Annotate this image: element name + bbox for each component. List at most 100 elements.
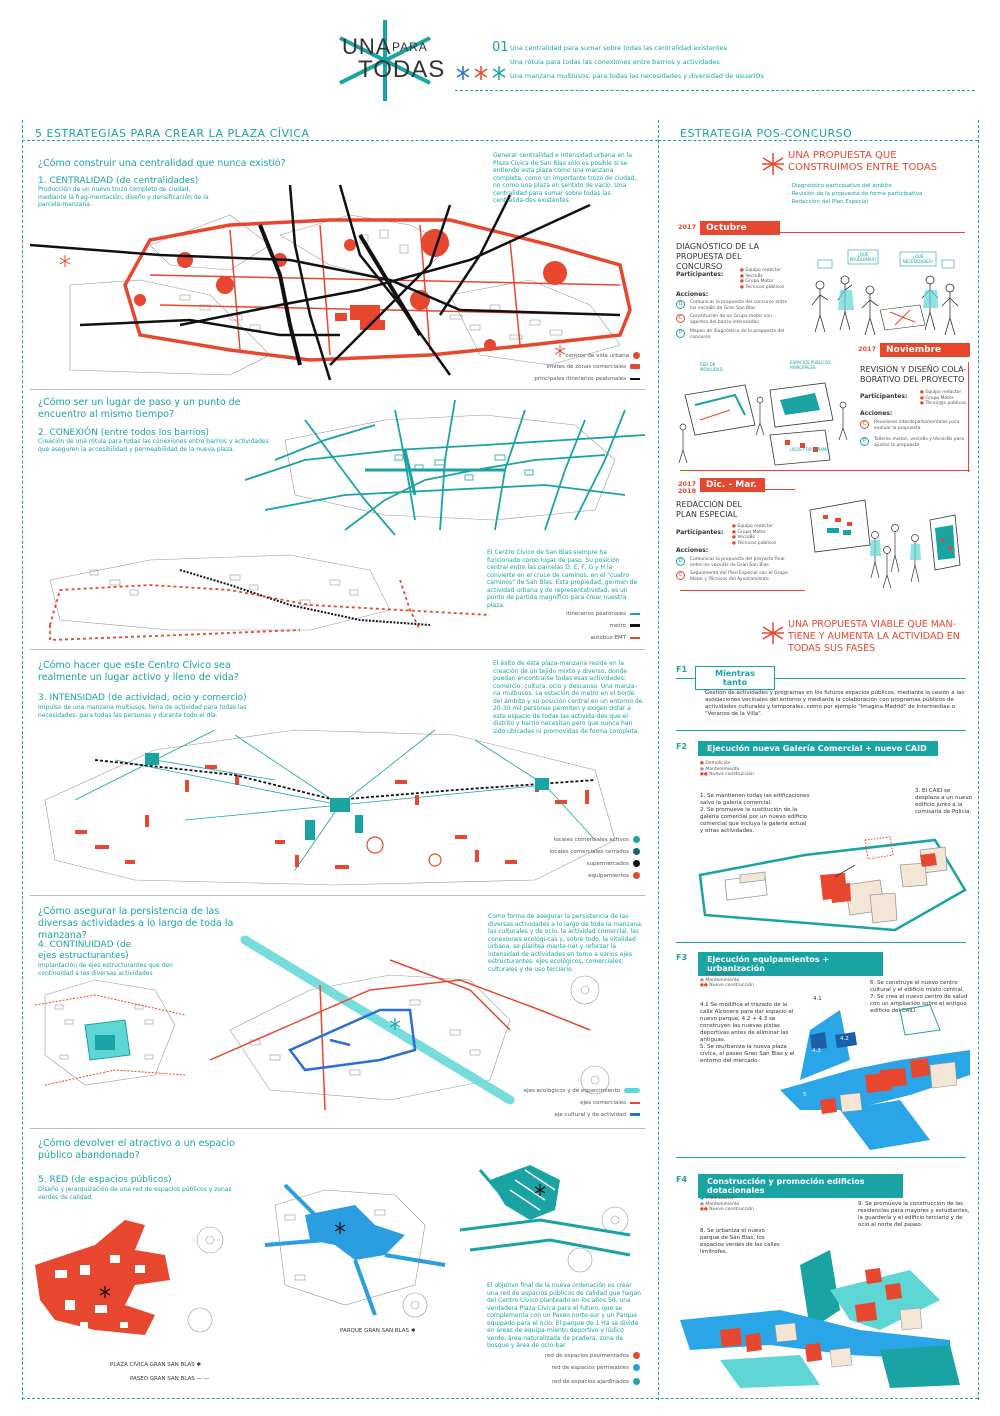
left-title-line <box>22 140 658 141</box>
oct-part-label: Participantes: <box>676 271 724 278</box>
nov-year: 2017 <box>858 345 877 353</box>
s5-map-red <box>35 1220 224 1335</box>
f3-bottom-line <box>676 1157 966 1158</box>
dic-year: 2017 2018 <box>678 480 697 495</box>
dic-bracket <box>680 590 805 591</box>
title-para: PARA <box>392 40 428 54</box>
s3-legend-2: locales comerciales cerrados <box>470 848 640 856</box>
s2-heading: 2. CONEXIÓN (entre todos los barrios) <box>38 428 209 438</box>
s1-question: ¿Cómo construir una centralidad que nunc… <box>38 158 286 169</box>
f4-legend: ● Urbanización ● Mantenimiento ●● Nueva … <box>700 1196 754 1212</box>
oct-act-2: Constitución de un Grupo motor con agent… <box>690 314 772 325</box>
header-divider <box>455 90 975 91</box>
f1-label: F1 <box>676 665 688 674</box>
s2-desc: Creación de una rótula para todas las co… <box>38 438 269 453</box>
s2-map-top <box>244 399 646 536</box>
f3-axon <box>780 1004 970 1150</box>
title-todas: TODAS <box>358 56 446 83</box>
p1-item-1: - Diagnóstico participativo del ámbito <box>788 183 892 189</box>
oct-bubble-2: ¿QUÉ NECESIDADES? <box>902 254 934 264</box>
dic-title: REDACCIÓN DEL PLAN ESPECIAL <box>676 500 742 519</box>
f3-box: Ejecución equipamientos + urbanización <box>698 952 883 976</box>
nov-map-label-3: USOS Y PROGRAMA <box>790 447 830 452</box>
p2-title: UNA PROPUESTA VIABLE QUE MAN-TIENE Y AUM… <box>788 619 960 654</box>
s3-legend-3: supermercados <box>470 860 640 868</box>
f3-text-1: 4.1 Se modifica el trazado de la calle A… <box>700 1002 795 1064</box>
nov-act-icon-1: C <box>860 420 869 429</box>
title-una: UNA <box>342 34 392 59</box>
s1-desc: Producción de un nuevo trozo completo de… <box>38 186 209 208</box>
right-title: ESTRATEGIA POS-CONCURSO <box>680 127 853 140</box>
f2-box: Ejecución nueva Galería Comercial + nuev… <box>698 741 938 756</box>
p1-title: UNA PROPUESTA QUE CONSTRUIMOS ENTRE TODA… <box>788 150 938 173</box>
s3-legend-4: equipamientos <box>470 872 640 880</box>
nov-workshop-illustration <box>678 382 848 466</box>
header-number: 01 <box>492 40 509 55</box>
nov-acc-label: Acciones: <box>860 410 893 417</box>
f1-line <box>676 678 966 679</box>
frame-middle <box>658 120 659 1400</box>
f1-bottom-line <box>676 730 966 731</box>
s5-label-parque: PARQUE GRAN SAN BLAS ✱ <box>340 1328 416 1334</box>
s5-map-blue <box>264 1183 446 1318</box>
s5-legend-1: red de espacios pavimentados <box>470 1352 640 1360</box>
s5-note: El objetivo final de la nueva ordenación… <box>487 1282 641 1349</box>
s1-legend-1: centros de vida urbana <box>470 352 640 360</box>
red-asterisk-icon-1 <box>762 153 784 175</box>
left-title: 5 ESTRATEGIAS PARA CREAR LA PLAZA CÍVICA <box>35 127 310 140</box>
header: UNA PARA TODAS 01 Una centralidad para s… <box>330 18 790 103</box>
s4-legend-3: eje cultural y de actividad <box>470 1112 640 1119</box>
s2-legend-3: autobus EMT <box>470 635 640 642</box>
asterisk-logo-icon <box>339 20 431 101</box>
s2-map-bottom <box>49 554 491 641</box>
oct-people-illustration <box>811 249 959 336</box>
red-asterisk-icon-2 <box>762 622 784 644</box>
s3-desc: Impulso de una manzana multiusos, llena … <box>38 704 247 719</box>
s2-note: El Centro Cívico de San Blas siempre ha … <box>487 549 638 609</box>
p1-item-3: - Redacción del Plan Especial <box>788 199 868 205</box>
f2-text-2: 3. El CAID se desplaza a un nuevo edific… <box>915 788 972 815</box>
s2-question: ¿Cómo ser un lugar de paso y un punto de… <box>38 397 241 420</box>
s5-label-plaza: PLAZA CÍVICA GRAN SAN BLAS ✱ <box>110 1362 202 1368</box>
oct-line <box>780 232 965 233</box>
nov-part-label: Participantes: <box>860 393 908 400</box>
s4-map-small <box>34 979 186 1086</box>
s1-map <box>29 184 632 381</box>
nov-act-2: Talleres mixtos, vecinBs y técnicBs para… <box>874 437 964 448</box>
s2-legend-1: itinerarios peatonales <box>470 611 640 618</box>
dic-act-1: Comunicar la propuesta del proyecto fina… <box>690 557 785 568</box>
f4-box: Construcción y promoción edificios dotac… <box>698 1174 903 1198</box>
s4-map-large <box>209 935 610 1111</box>
s5-heading: 5. RED (de espacios públicos) <box>38 1175 172 1185</box>
s4-legend-2: ejes comerciales <box>470 1100 640 1107</box>
s1-legend-3: principales itinerarios peatonales <box>470 376 640 383</box>
s4-desc: Implantación de ejes estructurantes que … <box>38 962 173 977</box>
s4-question: ¿Cómo asegurar la persistencia de las di… <box>38 906 234 941</box>
f4-text-2: 9. Se promueve la construcción de las re… <box>858 1201 970 1228</box>
nov-act-1: Reuniones interdepartamentales para eval… <box>874 420 960 431</box>
oct-bubble-1: ¿QUÉ PROBLEMAS? <box>849 252 877 262</box>
s3-question: ¿Cómo hacer que este Centro Cívico sea r… <box>38 660 239 683</box>
f3-num-2: 4.3 <box>812 1048 821 1054</box>
s1-heading: 1. CENTRALIDAD (de centralidades) <box>38 176 199 186</box>
s2-divider <box>30 649 645 650</box>
dic-tag: Dic. - Mar. <box>700 478 765 492</box>
nov-act-icon-2: P <box>860 437 869 446</box>
nov-map-label-1: RED DE MOVILIDAD <box>700 362 723 372</box>
s1-legend-2: límites de zonas comerciales <box>470 364 640 371</box>
s5-legend-3: red de espacios ajardinados <box>470 1378 640 1386</box>
oct-act-1: Comunicar la propuesta del concurso entr… <box>690 300 788 311</box>
f2-text-1: 1. Se mantienen todas las edificaciones … <box>700 793 810 834</box>
s3-heading: 3. INTENSIDAD (de actividad, ocio y come… <box>38 693 247 703</box>
header-line-1: Una centralidad para sumar sobre todas l… <box>510 44 727 52</box>
s5-desc: Diseño y jerarquización de una red de es… <box>38 1186 232 1201</box>
s4-note: Como forma de asegurar la persistencia d… <box>488 913 643 973</box>
f3-num-4: 5 <box>803 1092 807 1098</box>
oct-year: 2017 <box>678 223 697 231</box>
s2-legend-2: metro <box>470 623 640 630</box>
f3-num-3: 4.2 <box>840 1036 849 1042</box>
s5-legend-2: red de espacios permeables <box>470 1364 640 1372</box>
s4-legend-1: ejes ecológicos y de esparcimiento <box>470 1088 640 1095</box>
dic-act-icon-1: D <box>676 557 685 566</box>
oct-act-icon-3: P <box>676 329 685 338</box>
